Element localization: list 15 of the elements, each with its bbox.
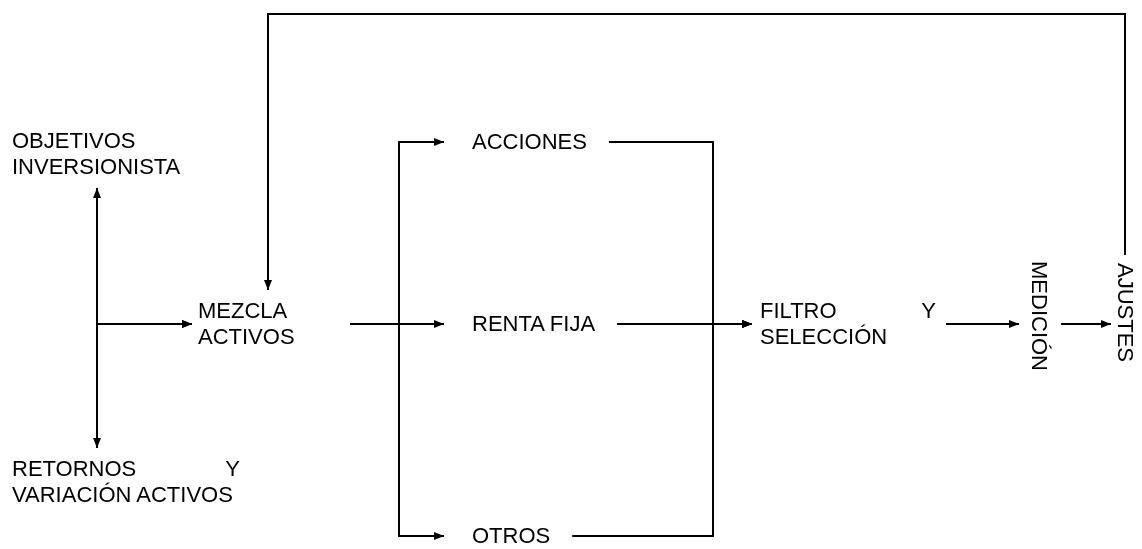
arrow	[349, 323, 445, 540]
arrow	[1060, 320, 1112, 328]
node-label: FILTRO Y SELECCIÓN	[760, 298, 936, 350]
node-label: MEDICIÓN	[1027, 261, 1051, 371]
node-label: OBJETIVOS INVERSIONISTA	[12, 128, 182, 180]
node-label: OTROS	[472, 523, 551, 549]
arrow	[571, 320, 753, 537]
arrow	[96, 320, 193, 449]
arrow	[264, 13, 1126, 291]
node-label: RENTA FIJA	[472, 311, 596, 337]
node-label: RETORNOS Y VARIACIÓN ACTIVOS	[12, 456, 240, 508]
node-label: MEZCLA ACTIVOS	[198, 298, 296, 350]
node-label: AJUSTES	[1113, 263, 1137, 363]
arrow	[945, 320, 1020, 328]
node-label: ACCIONES	[472, 129, 587, 155]
